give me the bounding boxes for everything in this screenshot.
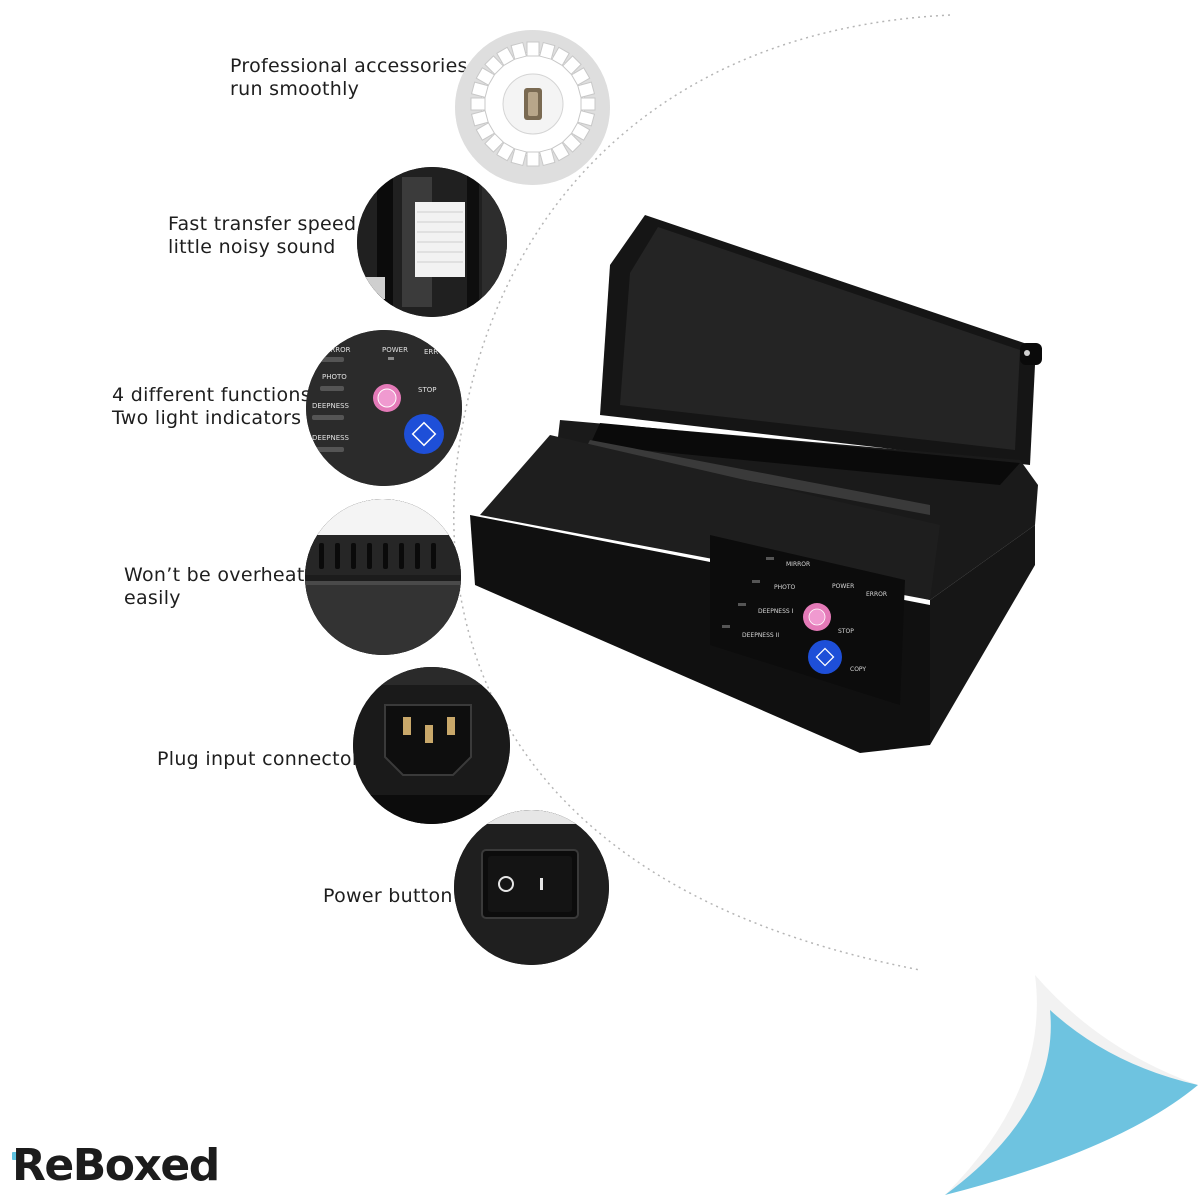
feature-label-plug: Plug input connector xyxy=(157,748,360,770)
feature-label-functions: 4 different functions, Two light indicat… xyxy=(112,384,318,429)
panel-label-deepness-2: DEEPNESS xyxy=(312,434,350,442)
printer-image: MIRROR PHOTO POWER ERROR DEEPNESS I STOP… xyxy=(470,215,1042,753)
brand-logo: ReBoxed xyxy=(12,1140,220,1191)
power-switch-icon xyxy=(454,810,609,965)
panel-label-photo: PHOTO xyxy=(322,373,347,381)
panel-label-err: ERR xyxy=(424,348,438,356)
corner-curl-decoration xyxy=(945,975,1198,1195)
control-panel-icon: ERROR POWER ERR PHOTO STOP DEEPNESS DEEP… xyxy=(306,330,462,486)
printer-label-copy: COPY xyxy=(850,666,866,673)
gear-icon xyxy=(455,30,610,185)
printer-label-mirror: MIRROR xyxy=(786,561,810,568)
brand-mark-icon xyxy=(12,1152,20,1160)
feature-label-power: Power button xyxy=(323,885,453,907)
printer-label-power: POWER xyxy=(832,583,854,590)
printer-label-photo: PHOTO xyxy=(774,584,796,591)
panel-label-error: ERROR xyxy=(326,346,351,354)
vent-icon xyxy=(305,499,461,655)
panel-label-power: POWER xyxy=(382,346,408,354)
feature-label-accessories: Professional accessories, run smoothly xyxy=(230,55,475,100)
printer-label-stop: STOP xyxy=(838,628,854,635)
printer-label-deepness-2: DEEPNESS II xyxy=(742,632,779,639)
roller-icon xyxy=(357,167,507,317)
feature-label-speed: Fast transfer speed, little noisy sound xyxy=(168,213,363,258)
panel-label-deepness-1: DEEPNESS xyxy=(312,402,350,410)
panel-label-stop: STOP xyxy=(418,386,436,394)
printer-label-deepness-1: DEEPNESS I xyxy=(758,608,794,615)
printer-label-error: ERROR xyxy=(866,591,887,598)
feature-label-overheat: Won’t be overheat easily xyxy=(124,564,305,609)
